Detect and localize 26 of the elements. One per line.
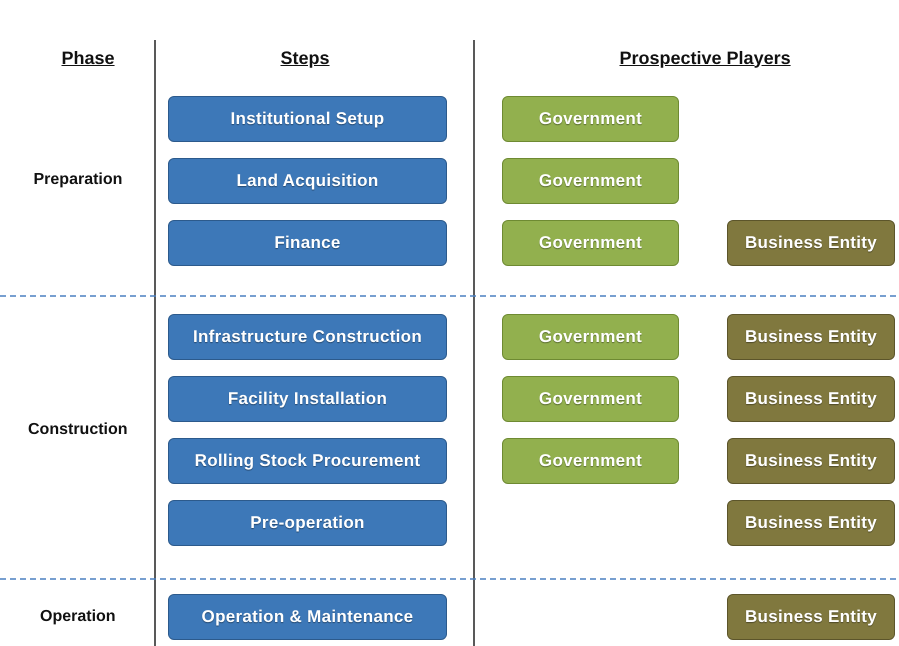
step-box: Pre-operation	[168, 500, 447, 546]
step-box: Infrastructure Construction	[168, 314, 447, 360]
step-box: Finance	[168, 220, 447, 266]
player-box: Government	[502, 438, 679, 484]
player-box: Business Entity	[727, 314, 895, 360]
step-box: Rolling Stock Procurement	[168, 438, 447, 484]
player-box: Business Entity	[727, 594, 895, 640]
player-box: Business Entity	[727, 500, 895, 546]
player-box: Government	[502, 220, 679, 266]
player-box: Government	[502, 314, 679, 360]
player-box: Business Entity	[727, 376, 895, 422]
player-box: Business Entity	[727, 220, 895, 266]
player-box: Government	[502, 158, 679, 204]
phase-label: Construction	[28, 421, 128, 439]
phase-label: Preparation	[34, 171, 122, 189]
step-box: Institutional Setup	[168, 96, 447, 142]
column-header: Prospective Players	[620, 48, 791, 68]
step-box: Operation & Maintenance	[168, 594, 447, 640]
step-box: Land Acquisition	[168, 158, 447, 204]
column-header: Phase	[62, 48, 115, 68]
player-box: Government	[502, 96, 679, 142]
phase-label: Operation	[40, 608, 116, 626]
step-box: Facility Installation	[168, 376, 447, 422]
player-box: Business Entity	[727, 438, 895, 484]
player-box: Government	[502, 376, 679, 422]
column-header: Steps	[280, 48, 330, 68]
